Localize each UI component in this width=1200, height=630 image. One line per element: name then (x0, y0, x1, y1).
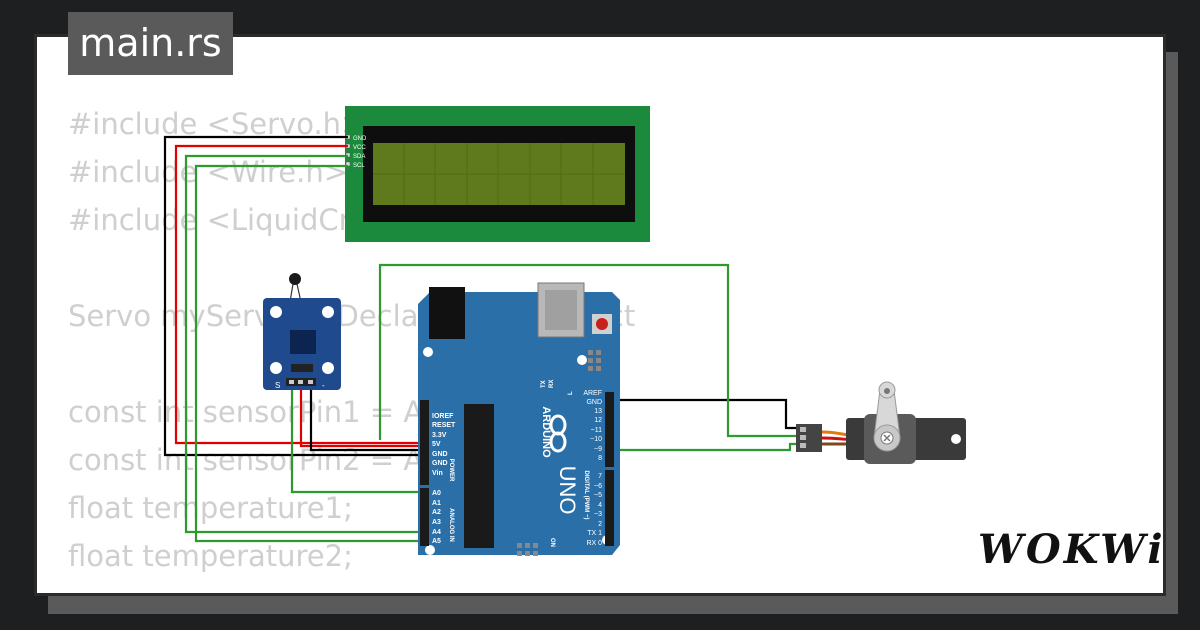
pin-10: ~10 (590, 436, 602, 443)
pin-reset: RESET (432, 422, 456, 429)
sensor-label-s: S (275, 381, 280, 390)
pin-5: ~5 (594, 492, 602, 499)
pin-3: ~3 (594, 511, 602, 518)
pin-4: 4 (598, 502, 602, 509)
arduino-uno-board[interactable]: ARDUINO UNO DIGITAL (PWM ~) POWER ANALOG… (418, 282, 620, 556)
tx-label: TX (541, 380, 547, 388)
pin-a5: A5 (432, 538, 441, 545)
lcd-pin-gnd: GND (353, 136, 367, 142)
pin-a4: A4 (432, 529, 441, 536)
rx-label: RX (549, 380, 555, 388)
pin-gnd-2: GND (432, 460, 448, 467)
pin-8: 8 (598, 455, 602, 462)
arduino-brand: ARDUINO (540, 406, 552, 458)
pin-13: 13 (594, 408, 602, 415)
wire-sensor-signal (290, 385, 425, 494)
code-line: float temperature1; (68, 491, 353, 525)
wire-lcd-scl (194, 164, 425, 543)
sensor-label-minus: - (322, 381, 325, 390)
lcd-pin-vcc: VCC (353, 145, 366, 151)
pin-a0: A0 (432, 490, 441, 497)
pin-a2: A2 (432, 509, 441, 516)
wire-lcd-gnd (163, 135, 425, 457)
on-label: ON (549, 538, 555, 547)
pin-11: ~11 (591, 427, 602, 434)
pin-0: RX 0 (586, 540, 602, 547)
wire-lcd-sda (184, 154, 425, 534)
code-line: float temperature2; (68, 539, 353, 573)
wire-servo-signal (608, 442, 800, 452)
pin-gnd-1: GND (432, 451, 448, 458)
analog-label: ANALOG IN (448, 508, 454, 542)
arduino-model: UNO (555, 466, 580, 515)
lcd-display[interactable]: GND VCC SDA SCL (345, 106, 650, 242)
lcd-pin-scl: SCL (353, 163, 365, 169)
pin-3v3: 3.3V (432, 432, 447, 439)
wire-servo-gnd (608, 398, 800, 430)
wire-sensor-vcc (299, 385, 425, 448)
code-line: #include <Servo.h> (68, 107, 366, 141)
pin-2: 2 (598, 521, 602, 528)
servo-motor[interactable] (796, 381, 966, 464)
wire-servo-vcc (378, 263, 800, 440)
pin-6: ~6 (594, 483, 602, 490)
pin-aref: AREF (583, 390, 602, 397)
pin-12: 12 (594, 417, 602, 424)
power-label: POWER (448, 459, 454, 482)
wokwi-logo: WOKWi (978, 526, 1166, 573)
pin-gnd-d: GND (586, 399, 602, 406)
temperature-sensor-module[interactable]: S - (263, 273, 341, 390)
wires (163, 135, 800, 543)
pin-a1: A1 (432, 500, 441, 507)
arduino-logo-icon (549, 414, 567, 453)
pin-vin: Vin (432, 470, 443, 477)
lcd-pin-sda: SDA (353, 154, 365, 160)
pin-5v: 5V (432, 441, 441, 448)
pin-9: ~9 (594, 446, 602, 453)
l-label: L (568, 391, 574, 395)
pin-a3: A3 (432, 519, 441, 526)
pin-ioref: IOREF (432, 413, 454, 420)
wire-sensor-gnd (309, 385, 425, 452)
digital-label: DIGITAL (PWM ~) (583, 471, 589, 520)
pin-1: TX 1 (587, 530, 602, 537)
file-tab[interactable]: main.rs (68, 12, 233, 75)
pin-7: 7 (598, 473, 602, 480)
